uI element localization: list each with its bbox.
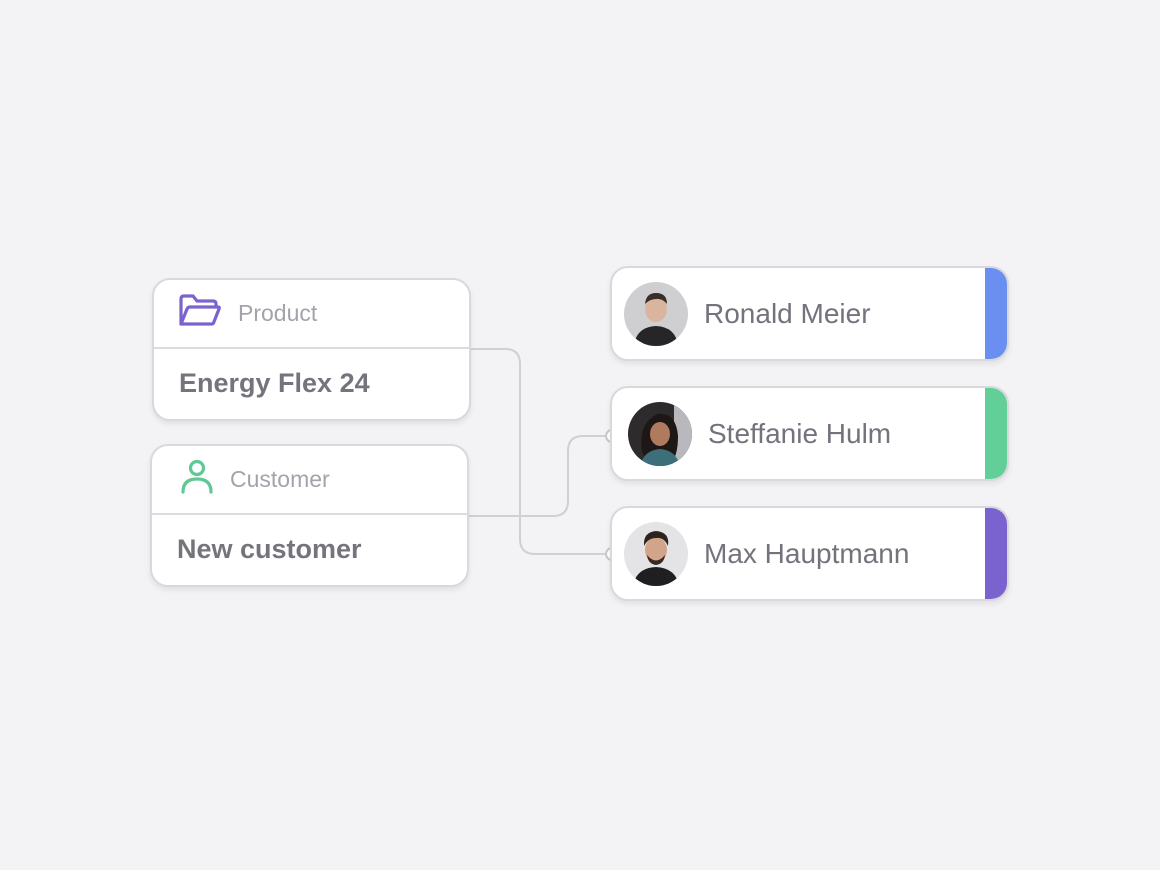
avatar-max-hauptmann [624, 521, 688, 586]
person-card-max-hauptmann[interactable]: Max Hauptmann [610, 506, 1009, 601]
connector-customer-to-steffanie [468, 435, 612, 517]
customer-card-header: Customer [152, 446, 467, 515]
accent-bar [985, 508, 1007, 599]
person-name: Max Hauptmann [704, 537, 910, 569]
folder-icon [178, 293, 222, 334]
product-card[interactable]: Product Energy Flex 24 [152, 278, 471, 421]
accent-bar [985, 388, 1007, 479]
avatar-steffanie-hulm [628, 401, 692, 466]
product-label: Product [238, 300, 318, 326]
person-name: Steffanie Hulm [708, 417, 892, 449]
accent-bar [985, 268, 1007, 359]
person-card-ronald-meier[interactable]: Ronald Meier [610, 266, 1009, 361]
customer-value: New customer [177, 533, 362, 564]
customer-card[interactable]: Customer New customer [150, 444, 469, 587]
user-icon [180, 459, 214, 500]
customer-label: Customer [230, 466, 330, 492]
person-name: Ronald Meier [704, 297, 871, 329]
connector-product-to-max [469, 348, 612, 555]
product-card-header: Product [154, 280, 469, 349]
product-value: Energy Flex 24 [179, 367, 370, 398]
person-card-steffanie-hulm[interactable]: Steffanie Hulm [610, 386, 1009, 481]
avatar-ronald-meier [624, 281, 688, 346]
